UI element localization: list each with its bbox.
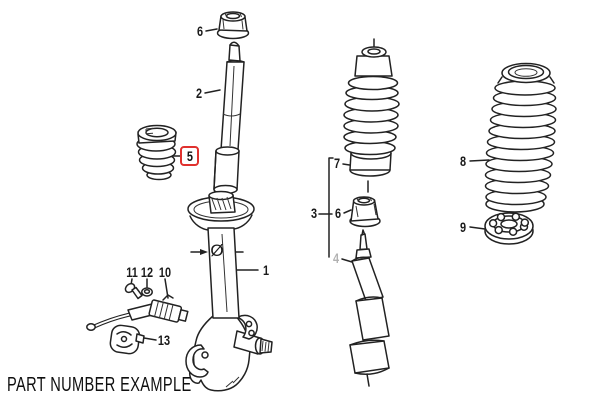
callout-2[interactable]: 2 xyxy=(195,85,203,101)
callout-3[interactable]: 3 xyxy=(310,205,318,221)
caption-text: PART NUMBER EXAMPLE xyxy=(7,374,192,396)
bolt-drawing xyxy=(124,282,143,300)
callout-5-highlight-box[interactable]: 5 xyxy=(180,146,199,166)
sensor-drawing xyxy=(86,294,189,331)
callout-6-top[interactable]: 6 xyxy=(196,23,204,39)
shock-cartridge-drawing-middle xyxy=(349,229,390,375)
callout-13[interactable]: 13 xyxy=(157,332,171,348)
callout-10[interactable]: 10 xyxy=(158,264,172,280)
strut-housing-drawing xyxy=(185,190,273,392)
callout-5[interactable]: 5 xyxy=(186,148,193,164)
grommet-drawing xyxy=(109,324,145,355)
spring-seat-ring-drawing xyxy=(484,212,534,245)
nut-drawing-middle xyxy=(349,196,381,228)
nut-drawing-top xyxy=(216,11,250,40)
washer-drawing xyxy=(141,287,153,297)
bump-stop-drawing xyxy=(136,124,177,181)
boot-small-drawing xyxy=(343,46,400,177)
diameter-symbol: Ø xyxy=(210,241,224,260)
boot-large-drawing xyxy=(484,62,557,213)
callout-4[interactable]: 4 xyxy=(332,250,340,266)
callout-7[interactable]: 7 xyxy=(333,155,341,171)
callout-8[interactable]: 8 xyxy=(459,153,467,169)
callout-6-mid[interactable]: 6 xyxy=(334,205,342,221)
callout-1[interactable]: 1 xyxy=(262,262,270,278)
callout-9[interactable]: 9 xyxy=(459,219,467,235)
callout-11[interactable]: 11 xyxy=(126,264,138,280)
callout-12[interactable]: 12 xyxy=(140,264,154,280)
shock-absorber-drawing-left xyxy=(213,41,245,195)
